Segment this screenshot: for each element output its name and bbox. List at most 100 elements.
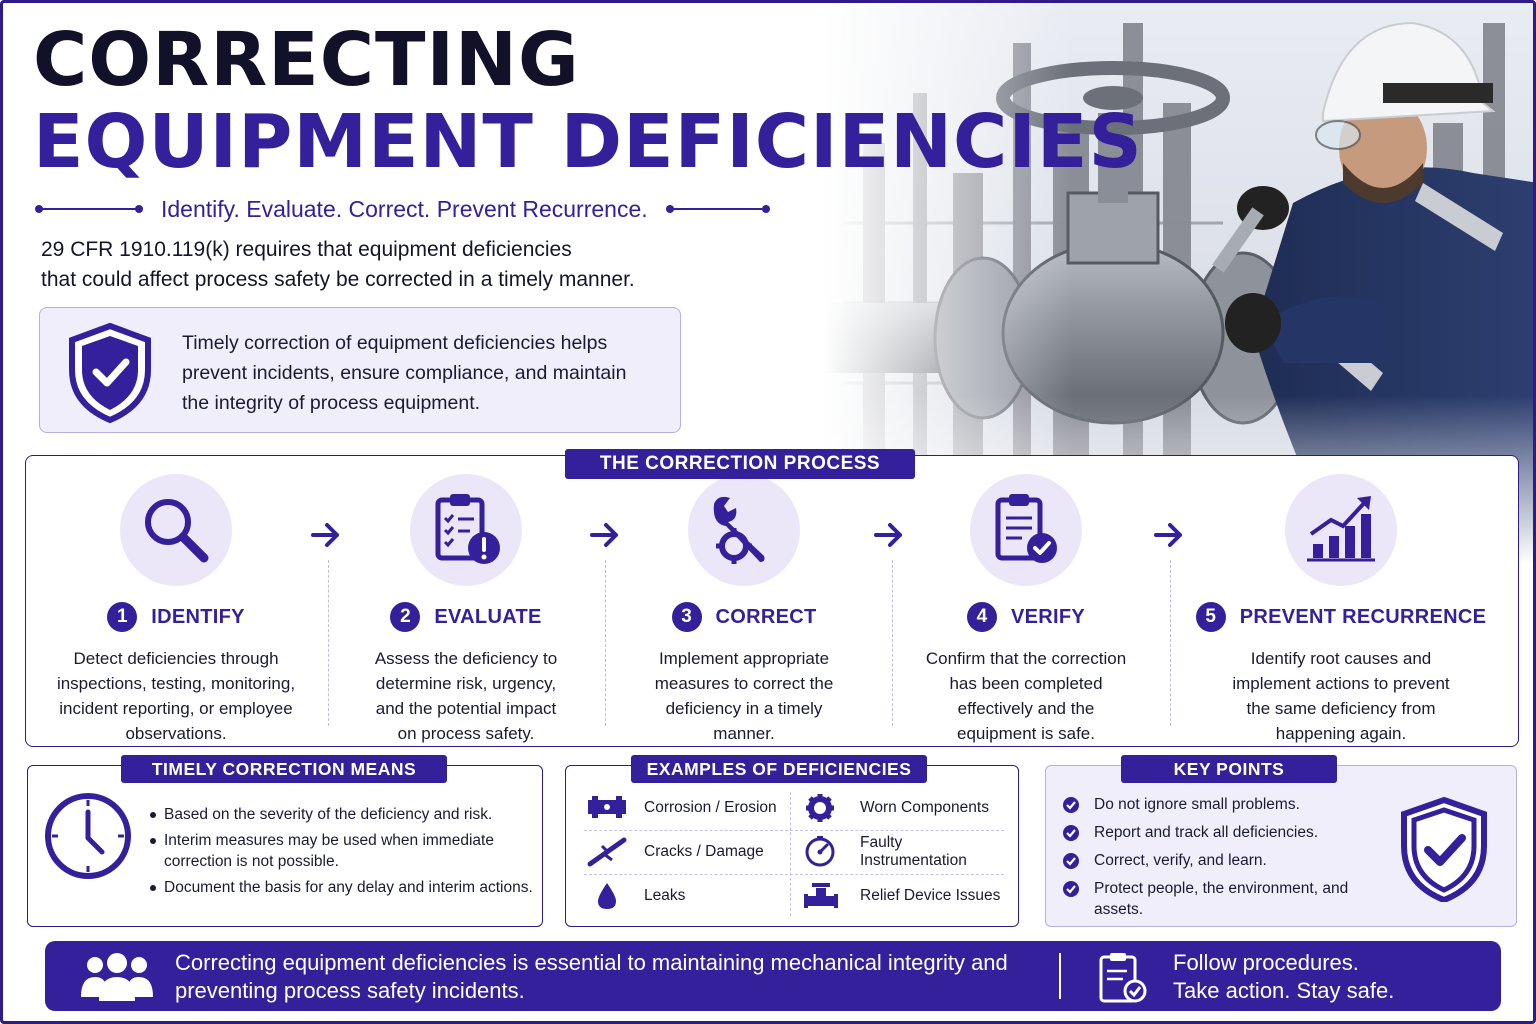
step-heading: 2 EVALUATE (326, 602, 606, 632)
desc-line: Confirm that the correction (925, 649, 1127, 668)
clipboard-alert-icon (435, 494, 500, 564)
desc-line: effectively and the (957, 699, 1095, 718)
shield-check-icon (69, 322, 151, 424)
key-point-item: Do not ignore small problems. (1062, 794, 1362, 815)
intro-text: 29 CFR 1910.119(k) requires that equipme… (41, 235, 741, 295)
cracked-pipe-icon (587, 837, 627, 867)
key-points-list: Do not ignore small problems. Report and… (1062, 794, 1362, 927)
timely-bullets: Based on the severity of the deficiency … (148, 804, 538, 903)
desc-line: the same deficiency from (1246, 699, 1436, 718)
examples-section-label: EXAMPLES OF DEFICIENCIES (631, 755, 927, 783)
intro-line-2: that could affect process safety be corr… (41, 268, 635, 291)
step-number: 1 (107, 602, 138, 632)
corroded-pipe-icon (588, 796, 626, 818)
check-circle-icon (1063, 853, 1079, 869)
example-label: Cracks / Damage (644, 843, 764, 860)
step-correct: 3 CORRECT Implement appropriate measures… (604, 474, 884, 746)
key-point-item: Protect people, the environment, and ass… (1062, 878, 1362, 920)
step-divider (1170, 560, 1171, 726)
key-point-item: Report and track all deficiencies. (1062, 822, 1362, 843)
process-section-label: THE CORRECTION PROCESS (565, 449, 915, 479)
step-prevent-recurrence: 5 PREVENT RECURRENCE Identify root cause… (1176, 474, 1506, 746)
callout-box: Timely correction of equipment deficienc… (39, 307, 681, 433)
arrow-right-icon (1154, 523, 1182, 547)
title-line-1: CORRECTING (33, 17, 580, 103)
desc-line: inspections, testing, monitoring, (56, 674, 296, 693)
desc-line: on process safety. (397, 724, 535, 743)
example-label: Relief Device Issues (860, 887, 1001, 904)
arrow-right-icon (874, 523, 902, 547)
desc-line: determine risk, urgency, (375, 674, 557, 693)
step-divider (328, 560, 329, 726)
example-label: Corrosion / Erosion (644, 799, 777, 816)
timely-correction-panel: Based on the severity of the deficiency … (27, 765, 543, 927)
example-label: Faulty Instrumentation (860, 834, 967, 869)
tagline: Identify. Evaluate. Correct. Prevent Rec… (161, 195, 648, 222)
step-name: IDENTIFY (151, 605, 245, 628)
step-icon-circle (1285, 474, 1397, 586)
desc-line: implement actions to prevent (1232, 674, 1450, 693)
desc-line: measures to correct the (654, 674, 834, 693)
clock-icon (45, 793, 131, 879)
step-description: Confirm that the correction has been com… (886, 646, 1166, 746)
step-verify: 4 VERIFY Confirm that the correction has… (886, 474, 1166, 746)
step-name: VERIFY (1010, 605, 1086, 628)
grid-divider (790, 792, 791, 916)
callout-text: Timely correction of equipment deficienc… (182, 328, 662, 418)
step-description: Implement appropriate measures to correc… (604, 646, 884, 746)
desc-line: Assess the deficiency to (374, 649, 558, 668)
tagline-rule-left (35, 205, 143, 213)
droplet-icon (598, 883, 616, 909)
bullet-item: Document the basis for any delay and int… (148, 877, 538, 898)
arrow-right-icon (590, 523, 618, 547)
examples-grid: Corrosion / Erosion Worn Components (580, 788, 1006, 920)
example-worn-components: Worn Components (802, 788, 989, 828)
callout-line-3: the integrity of process equipment. (182, 392, 481, 414)
step-number: 3 (671, 602, 702, 632)
tagline-rule-right (665, 205, 770, 213)
step-icon-circle (688, 474, 800, 586)
step-description: Identify root causes and implement actio… (1176, 646, 1506, 746)
cta-line-1: Follow procedures. (1173, 950, 1359, 975)
shield-check-icon (1401, 796, 1487, 902)
key-point-text: Protect people, the environment, and ass… (1094, 880, 1349, 918)
desc-line: Detect deficiencies through (73, 649, 279, 668)
document-check-icon (995, 494, 1057, 563)
check-circle-icon (1063, 797, 1079, 813)
team-icon (81, 953, 153, 1001)
desc-line: and the potential impact (375, 699, 557, 718)
step-heading: 4 VERIFY (886, 602, 1166, 632)
tagline-row: Identify. Evaluate. Correct. Prevent Rec… (35, 195, 819, 223)
step-evaluate: 2 EVALUATE Assess the deficiency to dete… (326, 474, 606, 746)
example-cracks: Cracks / Damage (586, 832, 764, 872)
examples-panel: Corrosion / Erosion Worn Components (565, 765, 1019, 927)
grid-divider (584, 874, 1004, 875)
bullet-item: Based on the severity of the deficiency … (148, 804, 538, 825)
magnifier-icon (145, 499, 209, 563)
example-label: Leaks (644, 887, 686, 904)
desc-line: happening again. (1275, 724, 1407, 743)
example-leaks: Leaks (586, 876, 685, 916)
example-label: Worn Components (860, 799, 989, 816)
step-number: 5 (1195, 602, 1226, 632)
gauge-icon (805, 836, 835, 867)
arrow-right-icon (311, 523, 339, 547)
step-divider (892, 560, 893, 726)
step-heading: 5 PREVENT RECURRENCE (1176, 602, 1506, 632)
check-circle-icon (1063, 881, 1079, 897)
bullet-item: Interim measures may be used when immedi… (148, 830, 538, 872)
gear-icon (806, 794, 834, 822)
key-point-text: Correct, verify, and learn. (1094, 852, 1267, 869)
step-description: Assess the deficiency to determine risk,… (326, 646, 606, 746)
step-icon-circle (410, 474, 522, 586)
step-name: EVALUATE (434, 605, 542, 628)
wrench-gear-icon (713, 496, 765, 564)
step-name: CORRECT (715, 605, 817, 628)
step-icon-circle (970, 474, 1082, 586)
footer-call-to-action: Follow procedures. Take action. Stay saf… (1173, 949, 1473, 1005)
desc-line: manner. (713, 724, 775, 743)
desc-line: deficiency in a timely (665, 699, 823, 718)
desc-line: equipment is safe. (957, 724, 1095, 743)
desc-line: incident reporting, or employee (59, 699, 293, 718)
example-relief-device: Relief Device Issues (802, 876, 1000, 916)
